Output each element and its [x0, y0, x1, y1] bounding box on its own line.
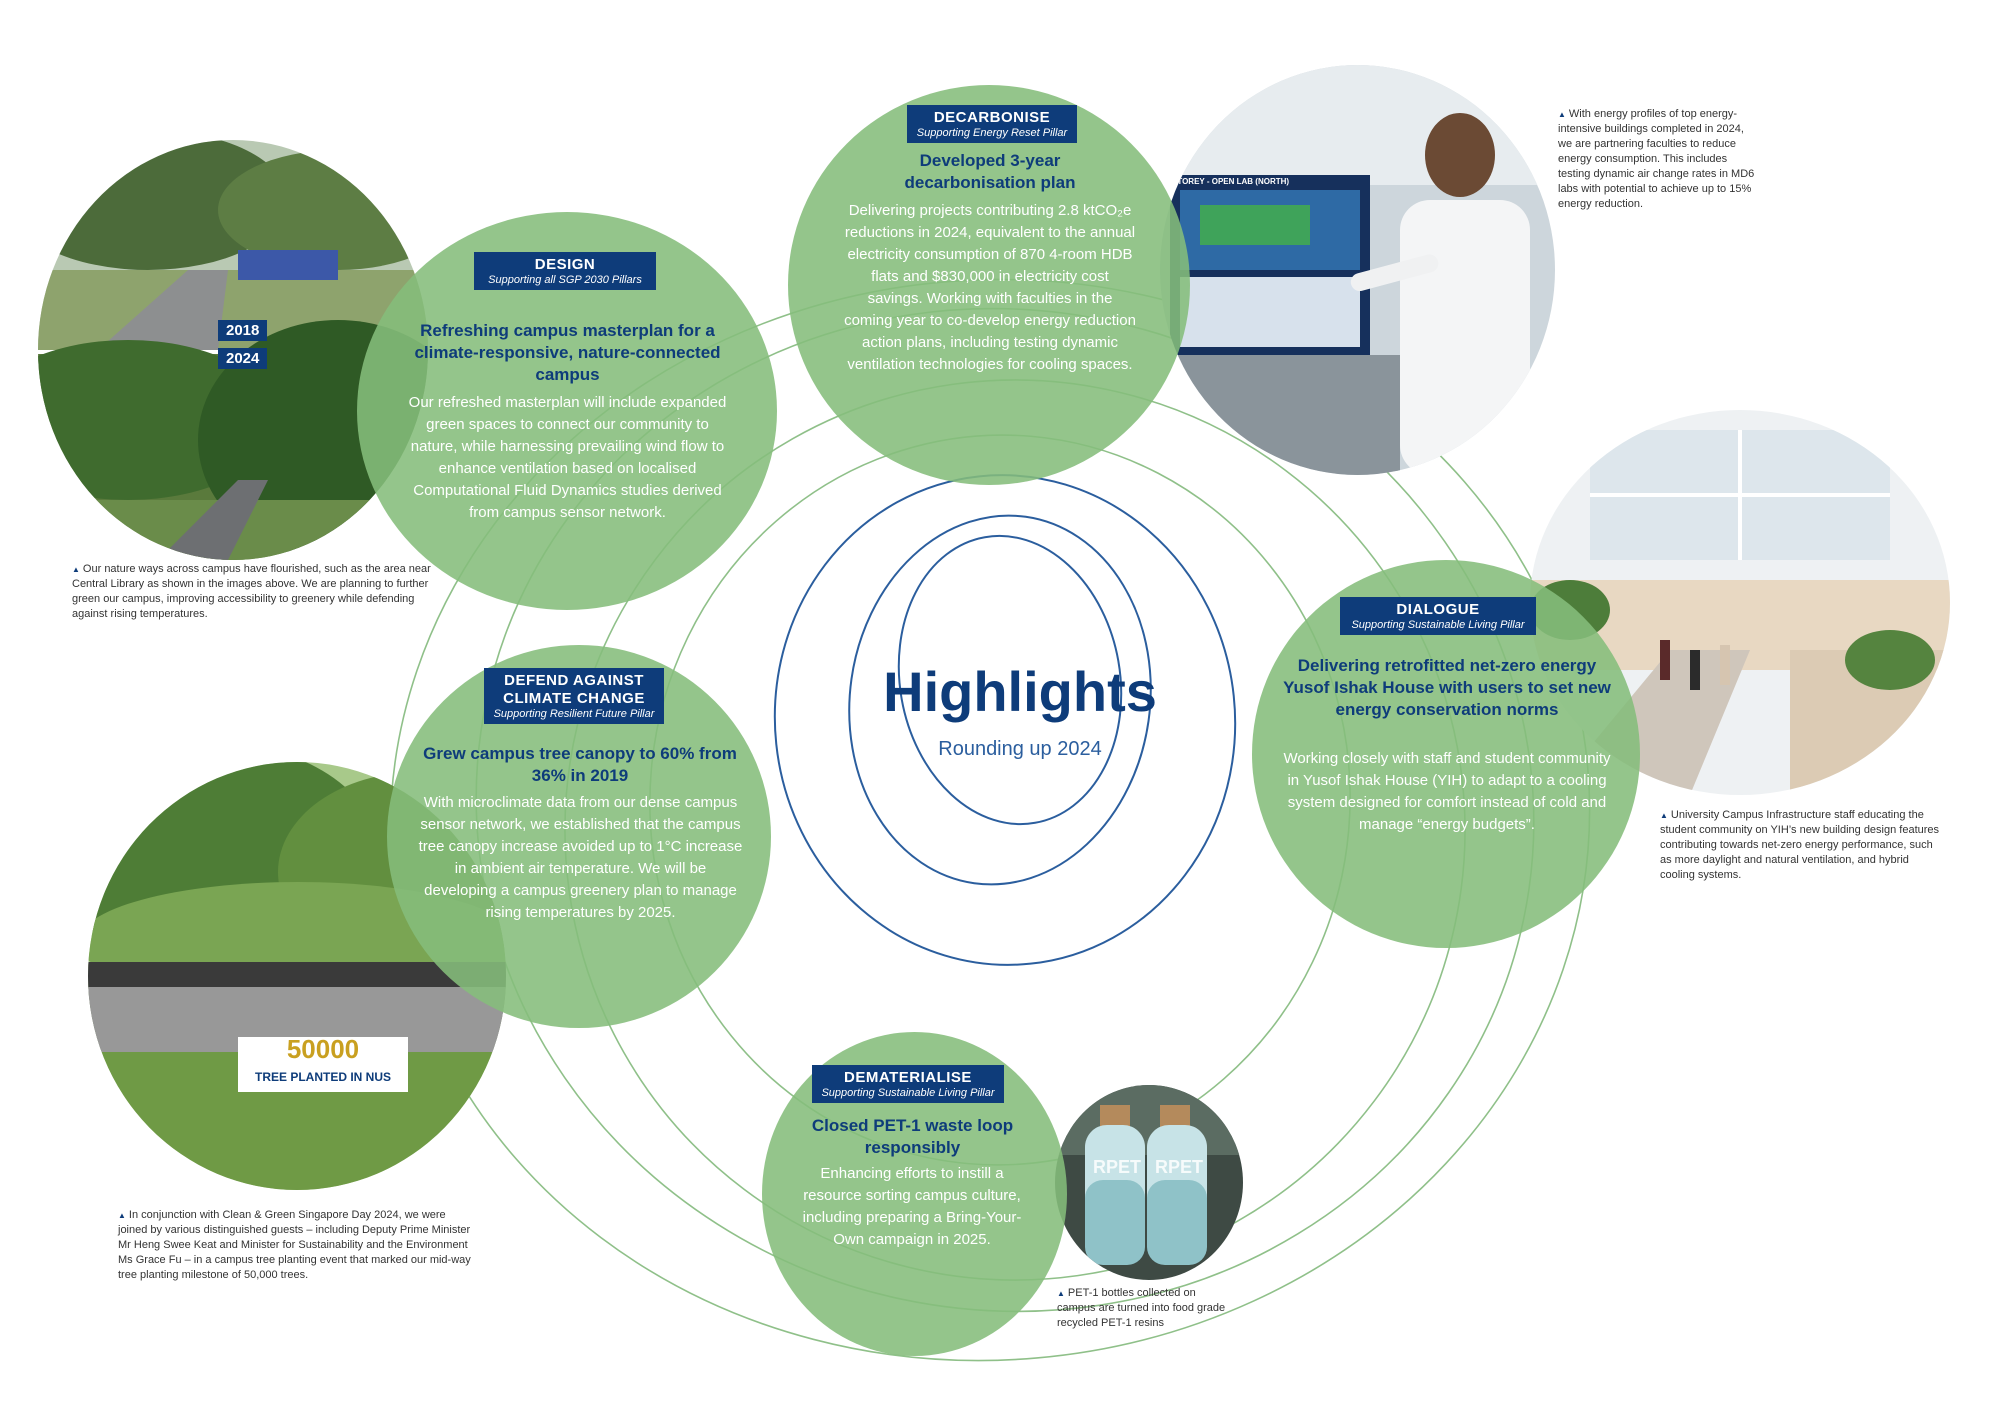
- design-caption-text: Our nature ways across campus have flour…: [72, 563, 431, 620]
- page-subtitle: Rounding up 2024: [938, 738, 1102, 760]
- defend-pillar: Supporting Resilient Future Pillar: [493, 708, 655, 720]
- defend-title: Grew campus tree canopy to 60% from 36% …: [423, 744, 737, 785]
- decarbonise-title: Developed 3-year decarbonisation plan: [904, 151, 1076, 192]
- decarbonise-caption: ▲With energy profiles of top energy-inte…: [1558, 107, 1758, 212]
- dematerialise-body: Enhancing efforts to instill a resource …: [802, 1165, 1022, 1248]
- design-body: Our refreshed masterplan will include ex…: [408, 394, 727, 521]
- design-tag-label: DESIGN: [534, 256, 596, 273]
- design-pillar: Supporting all SGP 2030 Pillars: [488, 274, 642, 286]
- triangle-icon: ▲: [118, 1211, 126, 1220]
- dialogue-pillar: Supporting Sustainable Living Pillar: [1351, 619, 1525, 631]
- dialogue-tag-label: DIALOGUE: [1396, 601, 1480, 618]
- defend-caption-text: In conjunction with Clean & Green Singap…: [118, 1209, 471, 1281]
- decarbonise-caption-text: With energy profiles of top energy-inten…: [1558, 108, 1755, 210]
- dialogue-title: Delivering retrofitted net-zero energy Y…: [1283, 656, 1611, 719]
- design-title: Refreshing campus masterplan for a clima…: [414, 321, 721, 384]
- lab-screen-label: STOREY - OPEN LAB (NORTH): [1172, 177, 1290, 186]
- bottle-label-left: RPET: [1093, 1157, 1142, 1177]
- decarbonise-tag-label: DECARBONISE: [933, 109, 1051, 126]
- design-caption: ▲Our nature ways across campus have flou…: [72, 562, 432, 622]
- defend-body: With microclimate data from our dense ca…: [418, 794, 743, 921]
- dialogue-caption: ▲University Campus Infrastructure staff …: [1660, 808, 1946, 883]
- banner-number: 50000: [286, 1034, 360, 1064]
- defend-tag-label-2: CLIMATE CHANGE: [503, 690, 645, 707]
- dialogue-tag: DIALOGUE Supporting Sustainable Living P…: [1340, 597, 1536, 635]
- design-tag: DESIGN Supporting all SGP 2030 Pillars: [474, 252, 656, 290]
- dematerialise-pillar: Supporting Sustainable Living Pillar: [821, 1087, 995, 1099]
- triangle-icon: ▲: [1558, 110, 1566, 119]
- defend-tag-label-1: DEFEND AGAINST: [504, 672, 644, 689]
- dematerialise-tag: DEMATERIALISE Supporting Sustainable Liv…: [812, 1065, 1004, 1103]
- dematerialise-caption: ▲PET-1 bottles collected on campus are t…: [1057, 1286, 1237, 1331]
- triangle-icon: ▲: [1057, 1289, 1065, 1298]
- year-label-2024: 2024: [218, 348, 268, 369]
- page-title: Highlights: [883, 660, 1157, 723]
- triangle-icon: ▲: [1660, 811, 1668, 820]
- bottle-label-right: RPET: [1155, 1157, 1204, 1177]
- year-label-2018: 2018: [218, 320, 268, 341]
- decarbonise-photo: STOREY - OPEN LAB (NORTH): [1160, 65, 1555, 475]
- defend-caption: ▲In conjunction with Clean & Green Singa…: [118, 1208, 478, 1283]
- decarbonise-bubble: [788, 85, 1190, 485]
- banner-text: TREE PLANTED IN NUS: [254, 1070, 391, 1084]
- dialogue-body: Working closely with staff and student c…: [1283, 750, 1611, 833]
- decarbonise-pillar: Supporting Energy Reset Pillar: [916, 127, 1068, 139]
- dialogue-caption-text: University Campus Infrastructure staff e…: [1660, 809, 1940, 881]
- defend-tag: DEFEND AGAINST CLIMATE CHANGE Supporting…: [484, 668, 664, 724]
- triangle-icon: ▲: [72, 565, 80, 574]
- dematerialise-title: Closed PET-1 waste loop responsibly: [811, 1116, 1014, 1157]
- dematerialise-photo: RPET RPET: [1055, 1085, 1243, 1280]
- dematerialise-tag-label: DEMATERIALISE: [844, 1069, 972, 1086]
- decarbonise-body: Delivering projects contributing 2.8 ktC…: [844, 202, 1136, 373]
- dematerialise-caption-text: PET-1 bottles collected on campus are tu…: [1057, 1287, 1226, 1329]
- decarbonise-tag: DECARBONISE Supporting Energy Reset Pill…: [907, 105, 1077, 143]
